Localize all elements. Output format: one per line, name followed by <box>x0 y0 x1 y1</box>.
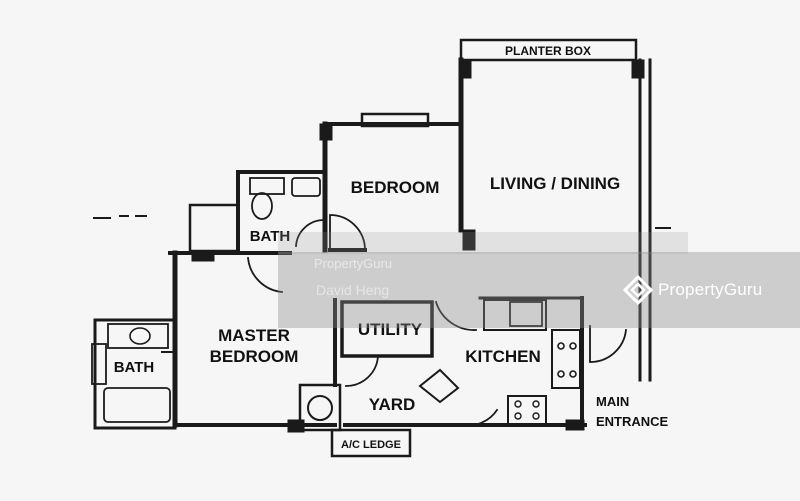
bedroom-walls <box>319 112 463 253</box>
kitchen-label: KITCHEN <box>465 347 541 366</box>
living-dining-walls <box>458 38 652 382</box>
scan-marks <box>93 215 671 229</box>
watermark-brand-small: PropertyGuru <box>314 256 393 271</box>
master-label-line2: BEDROOM <box>210 347 299 366</box>
watermark-brand: PropertyGuru <box>658 280 763 299</box>
bath-top-label: BATH <box>250 228 291 245</box>
watermark-user: David Heng <box>316 282 390 298</box>
bath-left-walls <box>91 318 177 430</box>
watermark-band <box>278 252 800 328</box>
living-dining-label: LIVING / DINING <box>490 174 620 193</box>
main-entrance-label-line2: ENTRANCE <box>596 414 669 429</box>
bath-left-label: BATH <box>114 359 155 376</box>
yard-label: YARD <box>369 395 416 414</box>
utility-label: UTILITY <box>358 320 423 339</box>
utility-walls <box>340 300 477 387</box>
kitchen-walls <box>330 296 627 458</box>
master-label-line1: MASTER <box>218 326 290 345</box>
planter-box-label: PLANTER BOX <box>505 44 591 58</box>
main-entrance-label-line1: MAIN <box>596 394 629 409</box>
bath-top-walls <box>188 170 327 253</box>
bedroom-label: BEDROOM <box>351 178 440 197</box>
ac-ledge-label: A/C LEDGE <box>341 439 401 451</box>
propertyguru-logo-icon <box>622 274 654 306</box>
watermark-band-top <box>278 232 688 254</box>
